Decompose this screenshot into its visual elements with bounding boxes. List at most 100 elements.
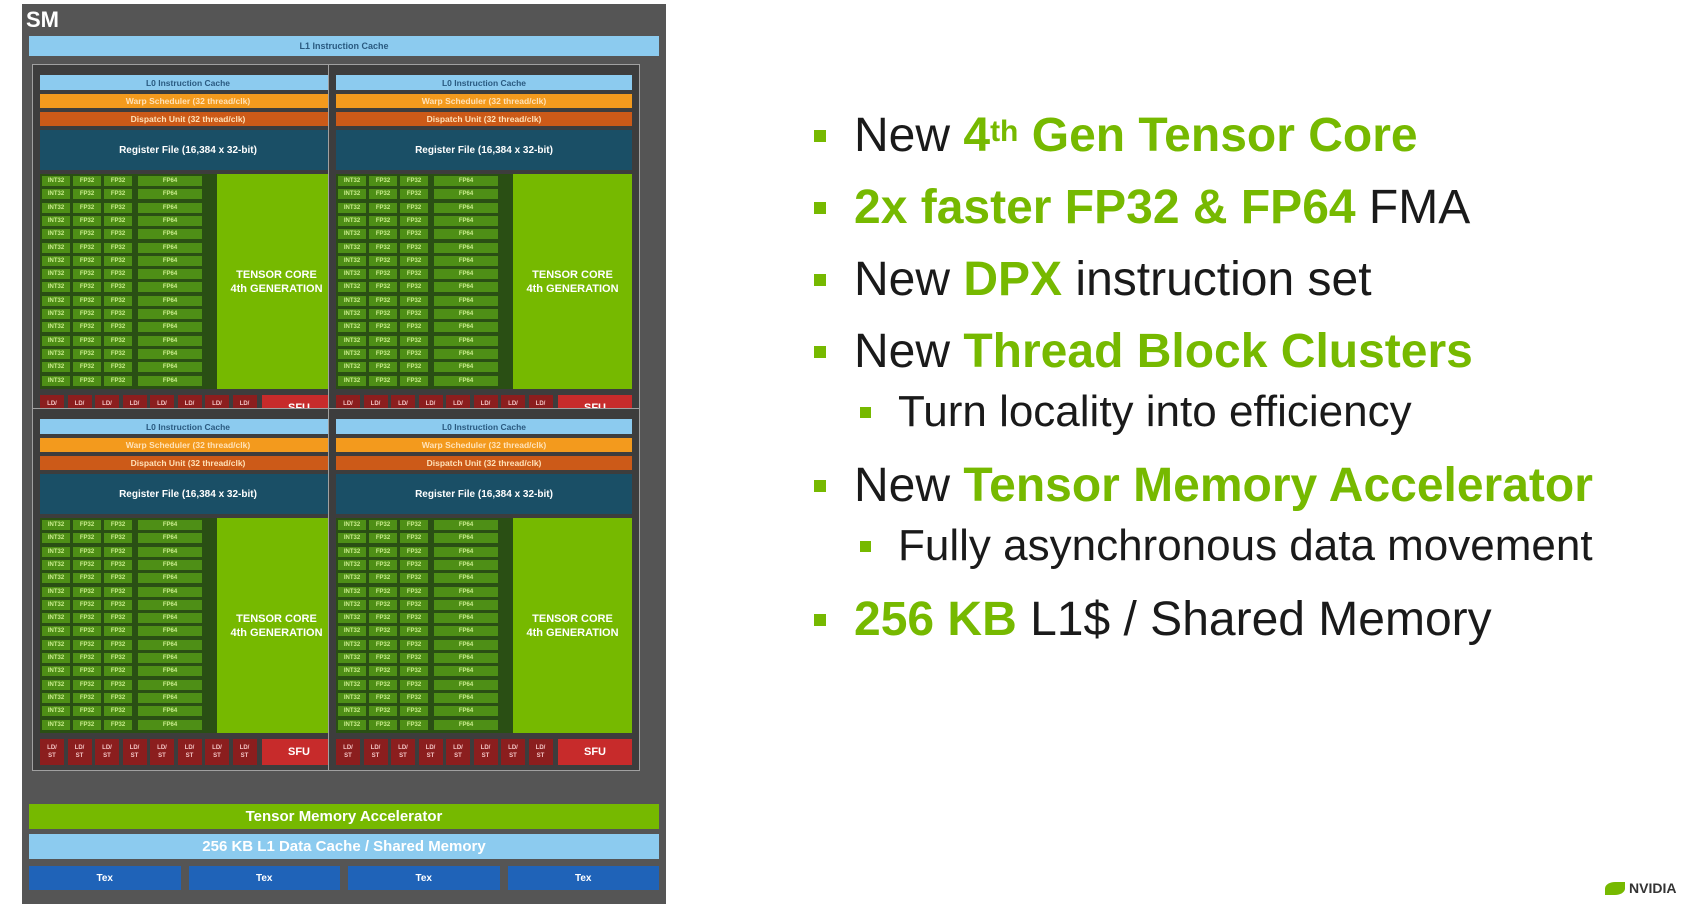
fp64-unit: FP64	[138, 189, 202, 200]
ld-st-unit: LD/ST	[150, 739, 174, 765]
int32-unit: INT32	[42, 189, 70, 200]
st-label: ST	[481, 753, 490, 759]
fp64-unit: FP64	[434, 533, 498, 544]
ld-st-unit: LD/ST	[95, 739, 119, 765]
fp64-unit: FP64	[138, 639, 202, 650]
fp64-unit: FP64	[138, 520, 202, 530]
ld-label: LD/	[184, 401, 195, 407]
bullet-square-icon	[814, 274, 826, 286]
fp64-unit: FP64	[434, 269, 498, 280]
fp32-unit: FP32	[369, 362, 397, 373]
int32-unit: INT32	[42, 653, 70, 663]
fp32-unit: FP32	[73, 375, 101, 386]
fp32-unit: FP32	[104, 546, 132, 557]
fp64-unit: FP64	[434, 706, 498, 717]
fp64-unit: FP64	[434, 189, 498, 200]
fp32-unit: FP32	[369, 375, 397, 386]
register-file: Register File (16,384 x 32-bit)	[40, 474, 336, 514]
fp64-unit: FP64	[138, 335, 202, 346]
int32-unit: INT32	[42, 176, 70, 186]
fp32-unit: FP32	[400, 269, 428, 280]
fp64-unit: FP64	[138, 679, 202, 690]
fp32-unit: FP32	[369, 335, 397, 346]
int32-unit: INT32	[42, 269, 70, 280]
fp32-unit: FP32	[369, 706, 397, 717]
fp32-unit: FP32	[400, 520, 428, 530]
fp32-unit: FP32	[73, 295, 101, 306]
ld-label: LD/	[157, 401, 167, 407]
fp32-unit: FP32	[73, 362, 101, 373]
int32-unit: INT32	[338, 375, 366, 386]
fp32-unit: FP32	[73, 706, 101, 717]
int32-unit: INT32	[338, 559, 366, 570]
int32-unit: INT32	[42, 559, 70, 570]
fp64-unit: FP64	[138, 269, 202, 280]
fp64-unit: FP64	[434, 599, 498, 610]
int32-unit: INT32	[42, 639, 70, 650]
fp32-unit: FP32	[73, 666, 101, 677]
fp32-unit: FP32	[73, 719, 101, 730]
bullet-square-icon	[814, 480, 826, 492]
ld-label: LD/	[343, 401, 353, 407]
register-file: Register File (16,384 x 32-bit)	[336, 474, 632, 514]
st-label: ST	[48, 753, 56, 759]
ld-label: LD/	[425, 745, 436, 751]
ld-st-unit: LD/ST	[67, 739, 92, 765]
dispatch-unit: Dispatch Unit (32 thread/clk)	[336, 456, 632, 470]
bullet-square-icon	[814, 130, 826, 142]
warp-scheduler: Warp Scheduler (32 thread/clk)	[40, 438, 336, 452]
int32-unit: INT32	[338, 215, 366, 226]
ld-label: LD/	[239, 401, 250, 407]
fp32-unit: FP32	[104, 719, 132, 730]
int32-unit: INT32	[42, 348, 70, 359]
bullet-text-plain: L1$ / Shared Memory	[1016, 593, 1492, 646]
fp32-unit: FP32	[400, 546, 428, 557]
int32-unit: INT32	[338, 679, 366, 690]
fp32-unit: FP32	[73, 215, 101, 226]
ld-st-unit: LD/ST	[501, 739, 525, 765]
bullet-text-plain: FMA	[1355, 181, 1471, 234]
sfu-unit: SFU	[558, 739, 632, 765]
int32-unit: INT32	[42, 666, 70, 677]
fp32-unit: FP32	[104, 520, 132, 530]
fp32-unit: FP32	[400, 309, 428, 319]
int32-unit: INT32	[42, 215, 70, 226]
fp32-unit: FP32	[369, 269, 397, 280]
ld-label: LD/	[453, 401, 463, 407]
fp64-unit: FP64	[138, 573, 202, 584]
ld-st-unit: LD/ST	[363, 739, 388, 765]
ld-label: LD/	[74, 401, 85, 407]
fp32-unit: FP32	[104, 176, 132, 186]
register-file: Register File (16,384 x 32-bit)	[40, 130, 336, 170]
fp32-unit: FP32	[104, 666, 132, 677]
fp32-unit: FP32	[73, 692, 101, 703]
tensor-core-label: TENSOR CORE	[236, 268, 317, 281]
int32-unit: INT32	[42, 322, 70, 333]
bullet-square-icon	[860, 541, 871, 552]
int32-unit: INT32	[42, 309, 70, 319]
int32-unit: INT32	[42, 586, 70, 597]
fp32-unit: FP32	[369, 599, 397, 610]
ld-label: LD/	[398, 745, 408, 751]
l0-instruction-cache: L0 Instruction Cache	[40, 419, 336, 434]
st-label: ST	[158, 753, 166, 759]
fp64-unit: FP64	[138, 242, 202, 253]
ld-label: LD/	[184, 745, 195, 751]
int32-unit: INT32	[338, 348, 366, 359]
fp32-unit: FP32	[400, 613, 428, 624]
int32-unit: INT32	[338, 269, 366, 280]
ld-label: LD/	[535, 401, 546, 407]
int32-unit: INT32	[338, 176, 366, 186]
bullet-text-green: 4	[963, 109, 991, 162]
fp32-unit: FP32	[104, 282, 132, 293]
fp64-unit: FP64	[434, 202, 498, 213]
fp64-unit: FP64	[434, 215, 498, 226]
tensor-core-generation-label: 4th GENERATION	[230, 282, 323, 295]
fp64-unit: FP64	[434, 242, 498, 253]
dispatch-unit: Dispatch Unit (32 thread/clk)	[40, 112, 336, 126]
int32-unit: INT32	[338, 189, 366, 200]
